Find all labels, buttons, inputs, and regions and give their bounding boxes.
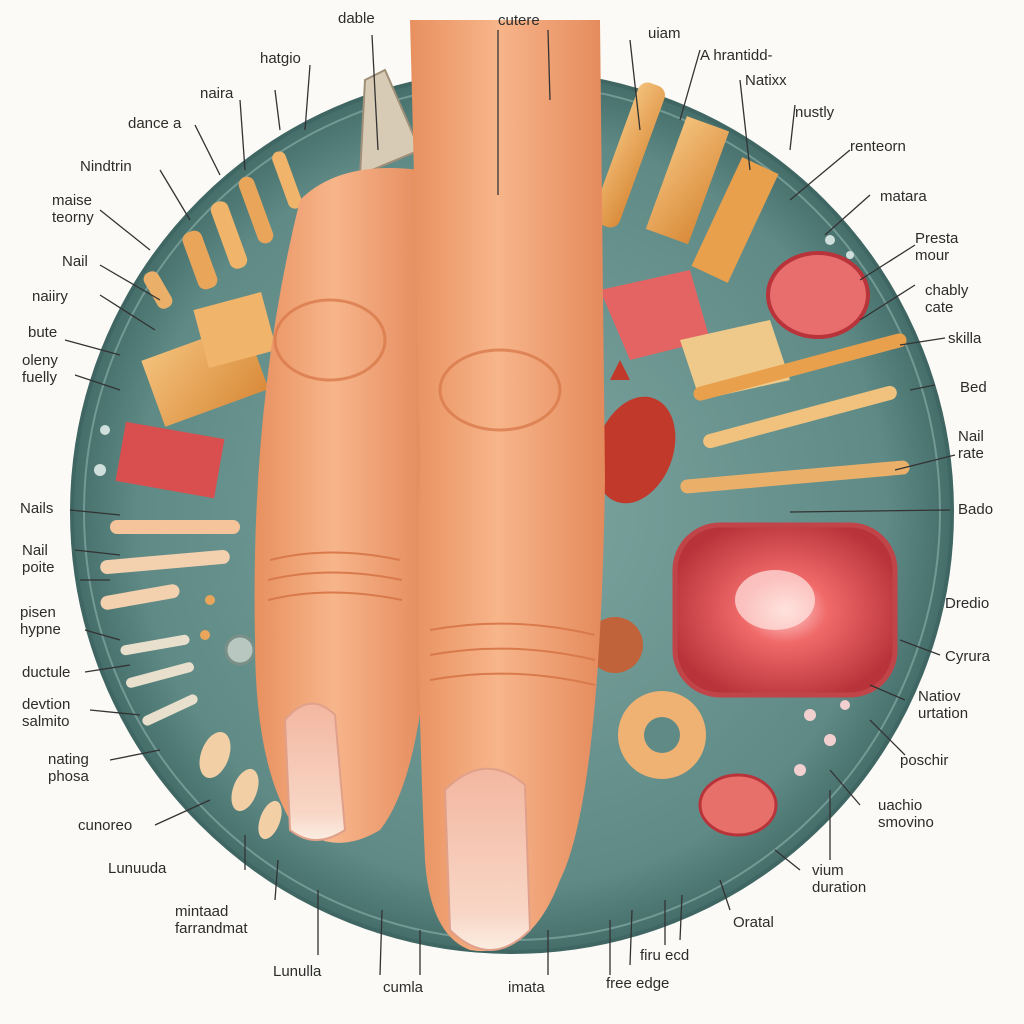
label-ductule: ductule: [22, 664, 71, 681]
right-tissue-elements: [396, 82, 910, 837]
label-cutere: cutere: [498, 12, 540, 29]
label-imata: imata: [508, 979, 545, 996]
label-nustly: nustly: [795, 104, 835, 121]
label-cumla: cumla: [383, 979, 424, 996]
label-ahrantidd: A hrantidd-: [700, 47, 773, 64]
label-nail-top: Nail: [62, 253, 88, 270]
label-firu-ecd: firu ecd: [640, 947, 690, 964]
label-skilla: skilla: [948, 330, 982, 347]
label-cyrura: Cyrura: [945, 648, 991, 665]
label-free-edge: free edge: [606, 975, 670, 992]
label-poschir: poschir: [900, 752, 949, 769]
label-natiov-urtation: Natiov urtation: [918, 688, 969, 722]
finger-left: [254, 168, 430, 843]
label-dance-a: dance a: [128, 115, 182, 132]
nail-right: [443, 767, 532, 951]
label-nail-poite: Nail poite: [22, 542, 55, 576]
label-presta-mour: Presta mour: [915, 230, 959, 264]
label-dredio: Dredio: [945, 595, 990, 612]
label-natixx: Natixx: [745, 72, 787, 89]
label-bed: Bed: [960, 379, 987, 396]
label-maise-teorny: maise teorny: [52, 192, 94, 226]
label-vium-duration: vium duration: [812, 862, 867, 896]
label-uachio-smovino: uachio smovino: [878, 797, 934, 831]
label-nating-phosa: nating phosa: [48, 751, 89, 785]
label-mintaad-farrandmat: mintaad farrandmat: [175, 903, 248, 937]
nail-left: [283, 702, 347, 841]
label-matara: matara: [880, 188, 927, 205]
label-bado: Bado: [958, 501, 994, 518]
label-hatgio: hatgio: [260, 50, 301, 67]
label-oratal: Oratal: [733, 914, 774, 931]
label-bute: bute: [28, 324, 58, 341]
label-cunoreo: cunoreo: [78, 817, 133, 834]
label-naiiry: naiiry: [32, 288, 68, 305]
label-oleny-fuelly: oleny fuelly: [22, 352, 58, 386]
label-dable: dable: [338, 10, 375, 27]
label-nindtrin: Nindtrin: [80, 158, 132, 175]
label-lunuuda: Lunuuda: [108, 860, 167, 877]
label-nails: Nails: [20, 500, 54, 517]
leader-lines: [64, 29, 956, 976]
left-tissue-elements: [94, 151, 302, 840]
label-naira: naira: [200, 85, 234, 102]
label-lunulla: Lunulla: [273, 963, 322, 980]
label-uiam: uiam: [648, 25, 681, 42]
finger-right: [410, 20, 605, 952]
label-devtion-salmito: devtion salmito: [22, 696, 71, 730]
label-nail-rate: Nail rate: [958, 428, 984, 462]
label-pisen-hypne: pisen hypne: [20, 604, 61, 638]
label-chably-cate: chably cate: [925, 282, 969, 316]
label-renteorn: renteorn: [850, 138, 906, 155]
